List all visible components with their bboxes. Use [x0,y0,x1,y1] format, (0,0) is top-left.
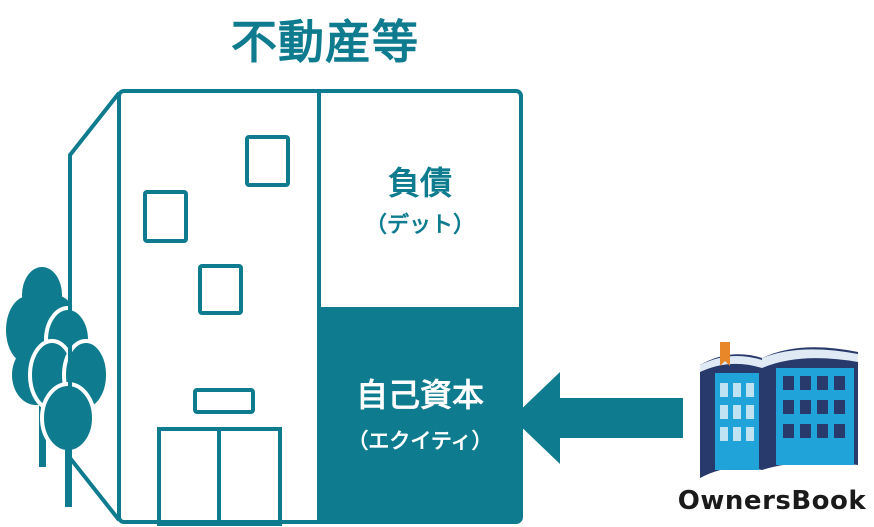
brand-name: OwnersBook [677,486,867,516]
diagram-title: 不動産等 [231,15,419,69]
debt-sublabel: （デット） [364,213,475,238]
arrow-left-icon [512,372,683,464]
equity-sublabel: （エクイティ） [347,429,493,453]
window [245,135,290,187]
tree-trunk [65,430,72,507]
window [198,264,243,315]
tree-icon-front [28,306,110,454]
door [157,427,282,526]
debt-label: 負債 [387,164,452,202]
equity-block [319,309,521,522]
entrance-sign [193,388,255,414]
window-group [143,135,290,414]
window [143,190,188,243]
ownersbook-logo-icon [700,342,858,478]
equity-label: 自己資本 [355,376,484,414]
building-side-outline [68,91,121,522]
